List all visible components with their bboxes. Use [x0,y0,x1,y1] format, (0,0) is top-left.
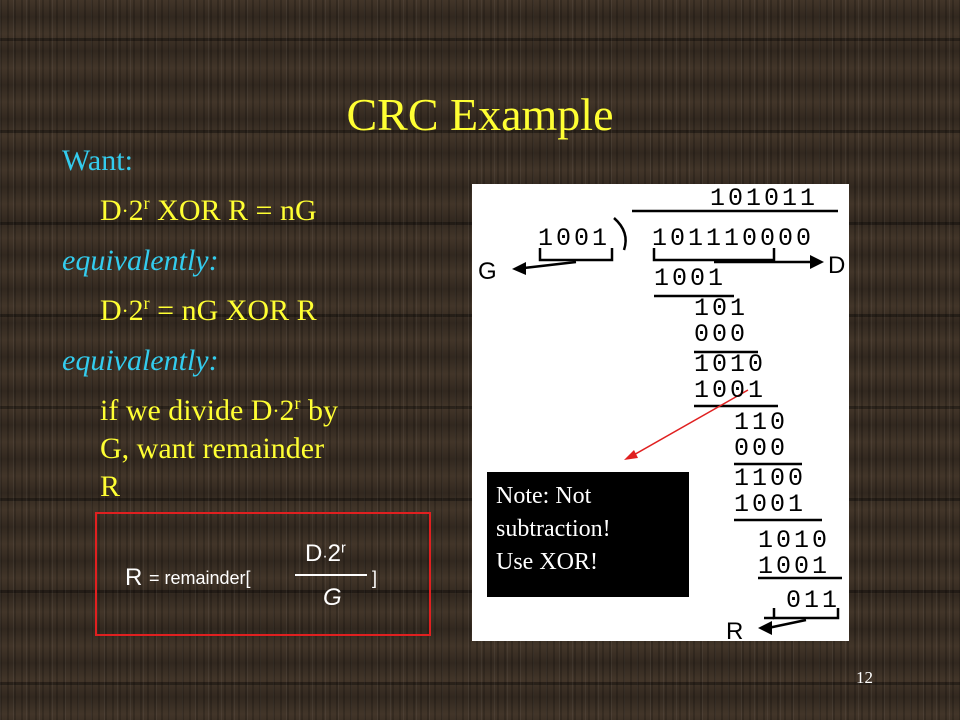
formula-fraction-bar [295,574,367,576]
step-12: 011 [786,586,841,615]
divide-line-1: if we divide D·2r by [100,393,338,427]
label-r: R [726,618,744,645]
formula-box: R = remainder[ D·2r G ] [95,512,431,636]
note-arrow-line [631,389,749,457]
quotient: 101011 [710,184,819,213]
eq1-rest: XOR R = nG [157,194,317,227]
equivalently-2: equivalently: [62,344,219,377]
eq2-two: 2 [128,294,144,327]
eq2-dot: · [121,298,129,323]
divide-text-b: by [307,394,338,427]
divisor: 1001 [538,224,611,253]
slide-number: 12 [856,668,873,687]
step-10: 1010 [758,526,831,555]
slide-title: CRC Example [346,89,614,140]
divide-exp: r [294,393,301,414]
formula-numerator: D·2r [305,540,346,568]
g-bracket [538,248,614,262]
d-bracket [652,248,776,262]
step-3: 000 [694,320,749,349]
divide-text-a: if we divide [100,394,244,427]
division-bracket [613,217,627,251]
equivalently-1: equivalently: [62,244,219,277]
step-11: 1001 [758,552,831,581]
step-8: 1100 [734,464,807,493]
eq2-rest: = nG XOR R [157,294,317,327]
division-lines [512,209,842,635]
formula-func: = remainder[ [149,568,251,588]
dividend: 101110000 [652,224,815,253]
label-d: D [828,252,846,279]
divide-line-2: G, want remainder [100,432,325,465]
label-g: G [478,258,497,285]
formula-close: ] [372,568,378,588]
divide-line-3: R [100,470,121,503]
note-line-2: subtraction! [496,516,611,542]
r-arrow-head [758,621,772,635]
eq1-dot: · [121,198,129,223]
note-arrow-head [624,450,638,460]
equation-1: D·2r XOR R = nG [100,193,317,227]
eq1-exp: r [143,193,150,214]
step-2: 101 [694,294,749,323]
formula-num-d: D [305,540,323,567]
eq1-d: D [100,194,122,227]
divide-d: D [250,394,273,427]
formula-num-exp: r [341,540,346,557]
g-arrow-stem [523,260,577,270]
g-arrow-head [512,262,526,275]
note-line-3: Use XOR! [496,549,598,575]
step-7: 000 [734,434,789,463]
divide-dot: · [272,398,280,423]
r-bracket [772,608,840,620]
eq2-d: D [100,294,122,327]
eq2-exp: r [143,293,150,314]
step-6: 110 [734,408,789,437]
formula-num-two: 2 [327,540,342,567]
note-box: Note: Not subtraction! Use XOR! [487,472,689,597]
formula-r: R [125,564,143,591]
formula-num-dot: · [322,548,328,565]
step-4: 1010 [694,350,767,379]
d-arrow-head [810,255,824,269]
divide-two: 2 [279,394,295,427]
equation-2: D·2r = nG XOR R [100,293,317,327]
formula-denominator: G [323,584,342,611]
step-5: 1001 [694,376,767,405]
step-1: 1001 [654,264,727,293]
eq1-two: 2 [128,194,144,227]
step-9: 1001 [734,490,807,519]
r-arrow-line [767,618,807,630]
want-label: Want: [62,144,133,177]
note-line-1: Note: Not [496,483,592,509]
